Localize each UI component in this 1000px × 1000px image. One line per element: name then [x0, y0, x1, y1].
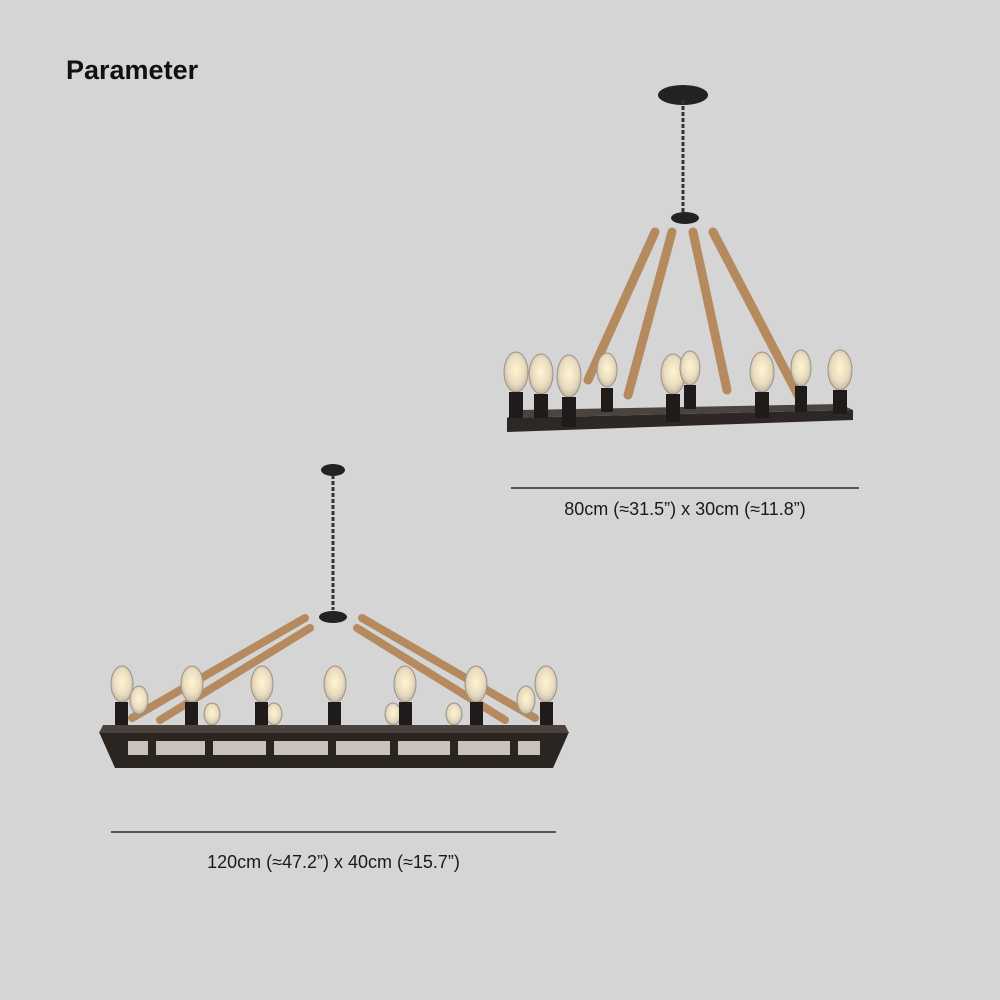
page-title: Parameter — [66, 55, 199, 85]
chandelier-small-image — [503, 85, 853, 432]
dimensions-small: 80cm (≈31.5”) x 30cm (≈11.8”) — [564, 499, 806, 519]
dimension-line-small — [511, 487, 859, 489]
dimension-line-large — [111, 831, 556, 833]
chandelier-large-image — [99, 464, 569, 768]
dimensions-large: 120cm (≈47.2”) x 40cm (≈15.7”) — [207, 852, 460, 872]
